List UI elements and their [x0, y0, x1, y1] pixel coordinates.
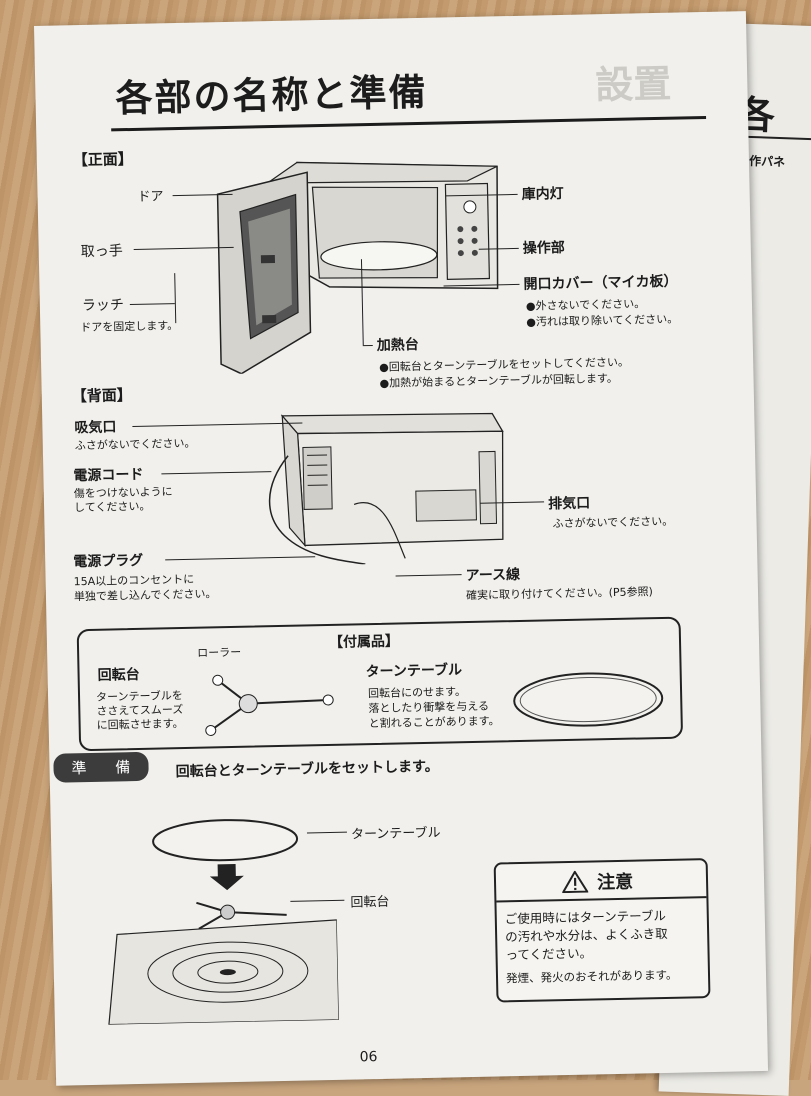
turntable-label: ターンテーブル — [365, 659, 462, 681]
warning-icon — [562, 871, 588, 894]
caution-box: 注意 ご使用時にはターンテーブル の汚れや水分は、よくふき取 ってください。 発… — [494, 858, 711, 1002]
caution-text-3: ってください。 — [505, 943, 592, 964]
microwave-back-illustration — [242, 391, 525, 567]
cord-label: 電源コード — [73, 464, 143, 485]
rotator-illustration — [197, 660, 349, 743]
prep-turntable-label: ターンテーブル — [351, 822, 441, 843]
door-label: ドア — [137, 185, 163, 205]
handle-label: 取っ手 — [81, 240, 123, 261]
latch-label: ラッチ — [82, 294, 124, 315]
rotator-label: 回転台 — [97, 664, 139, 685]
caution-heading: 注意 — [597, 872, 633, 894]
manual-page: 設置 各部の名称と準備 【正面】 ドア 取っ手 ラッチ ドアを固定します。 庫内… — [34, 11, 768, 1086]
plug-label: 電源プラグ — [73, 550, 143, 571]
latch-bracket — [174, 273, 176, 323]
intake-note: ふさがないでください。 — [75, 435, 196, 454]
latch-note: ドアを固定します。 — [80, 317, 178, 335]
lamp-label: 庫内灯 — [521, 183, 563, 204]
bleed-through-text: 設置 — [595, 53, 672, 110]
prep-rotator-label: 回転台 — [350, 891, 389, 911]
caution-header: 注意 — [562, 868, 634, 895]
caution-text-4: 発煙、発火のおそれがあります。 — [506, 967, 678, 987]
rotator-note-3: に回転させます。 — [96, 715, 183, 733]
microwave-front-illustration — [176, 128, 511, 375]
cord-note-2: してください。 — [74, 498, 151, 516]
back-heading: 【背面】 — [72, 384, 132, 406]
intake-label: 吸気口 — [74, 416, 116, 437]
exhaust-label: 排気口 — [548, 492, 590, 513]
plug-note-2: 単独で差し込んでください。 — [74, 585, 217, 604]
prep-badge: 準 備 — [53, 752, 148, 783]
heater-label: 加熱台 — [377, 334, 419, 355]
roller-label: ローラー — [197, 644, 241, 661]
accessories-heading: 【付属品】 — [329, 630, 399, 651]
prep-illustration — [84, 790, 339, 1025]
latch-leader — [130, 303, 175, 305]
ground-leader — [396, 574, 462, 577]
heater-leader-h — [363, 345, 373, 347]
caution-divider — [496, 896, 706, 902]
ground-label: アース線 — [465, 564, 520, 585]
exhaust-note: ふさがないでください。 — [552, 513, 673, 532]
prep-instruction: 回転台とターンテーブルをセットします。 — [175, 756, 438, 782]
front-heading: 【正面】 — [73, 148, 133, 170]
ground-note: 確実に取り付けてください。(P5参照) — [466, 583, 653, 603]
cover-label: 開口カバー（マイカ板） — [523, 271, 677, 294]
cover-note-2: ●汚れは取り除いてください。 — [526, 311, 678, 330]
turntable-note-3: と割れることがあります。 — [369, 712, 500, 731]
control-panel-label: 操作部 — [523, 237, 565, 258]
page-title: 各部の名称と準備 — [115, 62, 428, 123]
page-number: 06 — [360, 1049, 378, 1065]
turntable-illustration — [508, 663, 669, 736]
